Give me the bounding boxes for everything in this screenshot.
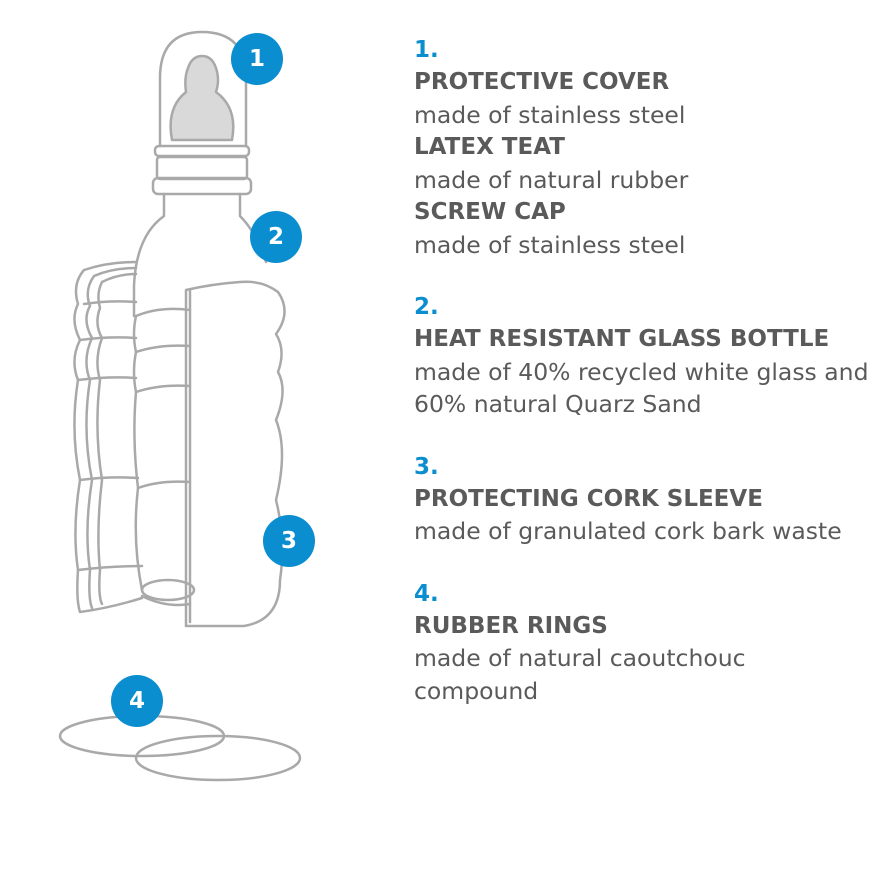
- part-number: 1.: [414, 37, 439, 63]
- part-description: made of stainless steel: [414, 230, 686, 259]
- part-3: 3. PROTECTING CORK SLEEVE made of granul…: [414, 451, 869, 548]
- part-title: RUBBER RINGS: [414, 612, 608, 639]
- part-description: made of granulated cork bark waste: [414, 517, 842, 545]
- marker-1-badge: 1: [231, 33, 283, 85]
- part-title: LATEX TEAT: [414, 134, 565, 160]
- glass-bottle-outline: [132, 192, 268, 318]
- part-number: 3.: [414, 453, 439, 480]
- part-2: 2. HEAT RESISTANT GLASS BOTTLE made of 4…: [414, 291, 869, 421]
- screw-cap-body: [155, 155, 249, 181]
- marker-3-badge: 3: [263, 515, 315, 567]
- latex-teat-outline: [169, 54, 235, 142]
- cork-sleeve-front-outline: [184, 280, 286, 628]
- part-number: 2.: [414, 294, 439, 320]
- part-1: 1. PROTECTIVE COVER made of stainless st…: [414, 34, 869, 261]
- part-description: made of 40% recycled white glass and 60%…: [414, 357, 869, 419]
- part-title: PROTECTIVE COVER: [414, 69, 670, 95]
- screw-cap-bottom-ring: [151, 176, 253, 196]
- rubber-ring-right: [134, 734, 302, 782]
- part-description: made of natural caoutchouc compound: [414, 644, 746, 705]
- cork-sleeve-back-outline: [73, 260, 144, 614]
- part-4: 4. RUBBER RINGS made of natural caoutcho…: [414, 578, 869, 708]
- part-title: SCREW CAP: [414, 199, 566, 225]
- marker-2-badge: 2: [250, 211, 302, 263]
- part-title: PROTECTING CORK SLEEVE: [414, 485, 763, 512]
- part-number: 4.: [414, 580, 439, 607]
- part-title: HEAT RESISTANT GLASS BOTTLE: [414, 326, 830, 352]
- part-description: made of natural rubber: [414, 165, 689, 194]
- screw-cap-top-ring: [153, 144, 251, 158]
- part-description: made of stainless steel: [414, 100, 686, 129]
- marker-4-badge: 4: [111, 675, 163, 727]
- parts-list: 1. PROTECTIVE COVER made of stainless st…: [414, 34, 869, 737]
